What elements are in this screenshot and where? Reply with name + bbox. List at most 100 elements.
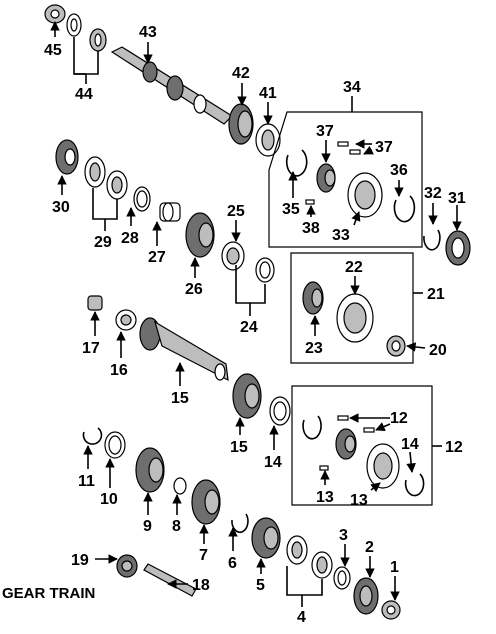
callout-14: 14 xyxy=(401,436,419,453)
callout-15-lower: 13 xyxy=(316,489,334,506)
part-42-gear xyxy=(228,103,254,145)
callout-36: 34 xyxy=(343,79,361,96)
part-5-gear xyxy=(251,517,281,559)
callout-13: 13 xyxy=(350,492,368,509)
callout-37-right: 36 xyxy=(390,162,408,179)
part-12-gear xyxy=(335,428,357,460)
part-45-nut xyxy=(44,4,66,24)
callout-41: 41 xyxy=(259,85,277,102)
part-16-ring xyxy=(269,396,291,426)
part-10-ring xyxy=(104,431,126,459)
part-28-bearing xyxy=(221,241,245,271)
part-29-gear xyxy=(185,212,215,258)
callout-42: 42 xyxy=(232,65,250,82)
part-37-snap-ring-right xyxy=(393,195,416,223)
part-7-gear xyxy=(191,479,221,525)
callout-27: 24 xyxy=(240,319,258,336)
callout-12: 12 xyxy=(445,439,463,456)
part-14-ring xyxy=(404,473,425,497)
part-33-gear xyxy=(55,139,79,175)
part-21-shaft xyxy=(143,563,197,597)
part-37-snap-ring-left xyxy=(285,149,308,177)
callout-2: 2 xyxy=(365,539,374,556)
group-boxes xyxy=(268,111,433,506)
part-27-rings xyxy=(255,257,275,283)
callout-31: 28 xyxy=(121,230,139,247)
part-11-ring xyxy=(82,427,103,445)
callout-22: 19 xyxy=(71,552,89,569)
callout-37-left: 35 xyxy=(282,201,300,218)
callout-6: 6 xyxy=(228,555,237,572)
part-4-bearing xyxy=(286,535,333,579)
callout-40-upper: 37 xyxy=(375,139,393,156)
part-17-gear xyxy=(232,373,262,419)
callout-17: 15 xyxy=(230,439,248,456)
part-13-synchro xyxy=(366,443,400,489)
diagram-title: GEAR TRAIN xyxy=(2,585,95,602)
callout-9: 9 xyxy=(143,518,152,535)
part-3-ring xyxy=(333,566,351,590)
group-box-36 xyxy=(268,111,423,248)
callout-20: 17 xyxy=(82,340,100,357)
callout-26: 23 xyxy=(305,340,323,357)
part-20-plug xyxy=(87,295,103,311)
part-8-ring xyxy=(173,477,187,495)
callout-23: 20 xyxy=(429,342,447,359)
callout-34: 31 xyxy=(448,190,466,207)
part-25-synchro xyxy=(336,293,374,343)
group-box-24 xyxy=(290,252,414,364)
callout-8: 8 xyxy=(172,518,181,535)
callout-7: 7 xyxy=(199,547,208,564)
part-38-synchro xyxy=(347,172,383,218)
callout-32: 29 xyxy=(94,234,112,251)
part-34-gear xyxy=(445,230,471,266)
parts-illustrations xyxy=(44,4,471,620)
callout-10: 10 xyxy=(100,491,118,508)
callout-24: 21 xyxy=(427,286,445,303)
part-44-bearing xyxy=(66,13,107,52)
callout-1: 1 xyxy=(390,559,399,576)
callout-38: 33 xyxy=(332,227,350,244)
callout-16: 14 xyxy=(264,454,282,471)
part-30-sleeve xyxy=(159,202,181,222)
part-43-shaft xyxy=(110,46,233,125)
part-2-gear xyxy=(353,577,379,615)
part-1-nut xyxy=(381,600,401,620)
callout-19: 16 xyxy=(110,362,128,379)
part-26-gear xyxy=(302,281,324,315)
part-32-bearing xyxy=(84,156,128,200)
callout-5: 5 xyxy=(256,577,265,594)
leader-lines xyxy=(50,21,462,607)
part-41-bearing xyxy=(255,123,281,157)
callout-28: 25 xyxy=(227,203,245,220)
callout-25: 22 xyxy=(345,259,363,276)
part-31-ring xyxy=(133,186,151,212)
callout-45: 45 xyxy=(44,42,62,59)
part-19-bearing xyxy=(115,309,137,331)
group-box-12 xyxy=(291,385,433,506)
callout-44: 44 xyxy=(75,86,93,103)
part-18-shaft xyxy=(139,317,229,382)
callout-18: 15 xyxy=(171,390,189,407)
callout-39: 37 xyxy=(316,123,334,140)
part-15-pins xyxy=(319,415,375,471)
part-35-ring xyxy=(423,229,441,251)
callout-29: 26 xyxy=(185,281,203,298)
part-39-gear xyxy=(316,163,336,193)
part-12-snap-ring xyxy=(302,415,322,440)
part-23-nut xyxy=(386,335,406,357)
part-6-ring xyxy=(231,513,249,533)
callout-15-upper: 12 xyxy=(390,410,408,427)
callout-labels: 45 44 43 42 41 34 37 37 35 36 38 33 32 3… xyxy=(44,24,466,626)
callout-3: 3 xyxy=(339,527,348,544)
part-22-gear xyxy=(116,554,138,578)
part-40-pins xyxy=(305,141,361,205)
part-9-gear xyxy=(135,447,165,493)
callout-40-lower: 38 xyxy=(302,220,320,237)
callout-33: 30 xyxy=(52,199,70,216)
callout-21: 18 xyxy=(192,577,210,594)
callout-4: 4 xyxy=(297,609,306,626)
callout-30: 27 xyxy=(148,249,166,266)
callout-43: 43 xyxy=(139,24,157,41)
